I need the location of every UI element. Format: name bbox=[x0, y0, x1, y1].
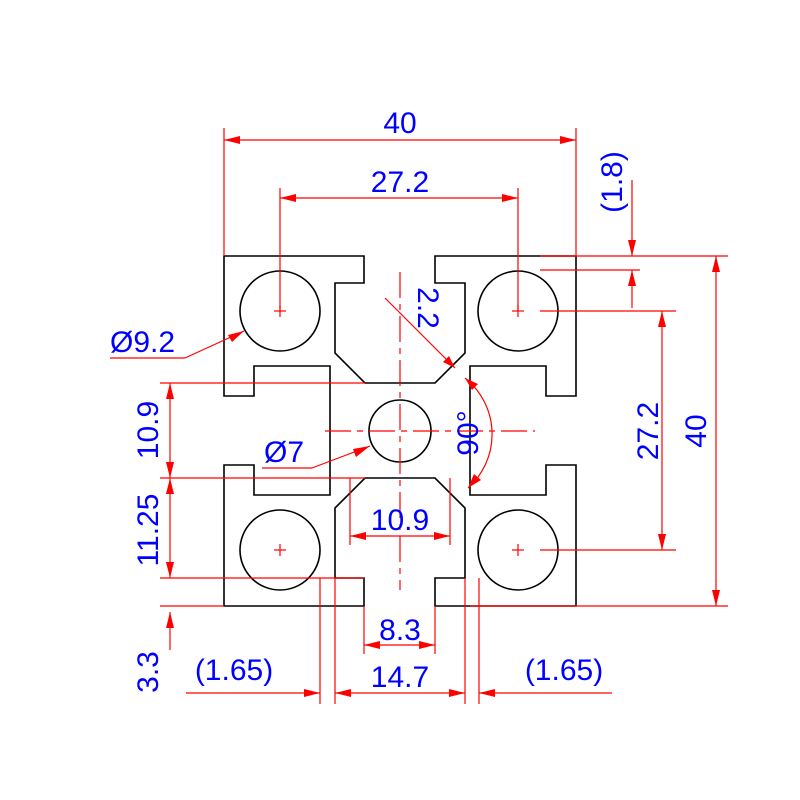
bolt-hole-bottom-left bbox=[239, 509, 321, 591]
dim-left-slot: 11.25 bbox=[132, 494, 165, 567]
dim-left-core: 10.9 bbox=[132, 401, 165, 459]
dim-slot-opening: 8.3 bbox=[379, 614, 421, 647]
dim-lip-left: (1.65) bbox=[195, 654, 273, 687]
dim-angle: 90° bbox=[452, 410, 485, 455]
arrowheads bbox=[166, 136, 720, 697]
dim-bolt-spacing-v: 27.2 bbox=[632, 402, 665, 460]
dim-core-width: 10.9 bbox=[371, 504, 429, 537]
dim-web-thickness: 2.2 bbox=[411, 287, 444, 329]
dim-lip-right: (1.65) bbox=[525, 654, 603, 687]
center-marks bbox=[274, 272, 535, 590]
dim-overall-height: 40 bbox=[680, 414, 713, 447]
dim-overall-width: 40 bbox=[383, 107, 416, 140]
dim-slot-width: 14.7 bbox=[371, 661, 429, 694]
dimension-labels: 40 27.2 (1.8) 40 27.2 Ø9.2 2.2 Ø7 90° 10… bbox=[110, 107, 713, 694]
dim-center-hole: Ø7 bbox=[264, 436, 304, 469]
dim-offset-top: (1.8) bbox=[596, 151, 629, 213]
dimension-lines bbox=[110, 128, 728, 704]
dim-lip-height: 3.3 bbox=[132, 651, 165, 693]
dim-bolt-spacing-h: 27.2 bbox=[371, 166, 429, 199]
dim-hole-diameter: Ø9.2 bbox=[110, 326, 175, 359]
